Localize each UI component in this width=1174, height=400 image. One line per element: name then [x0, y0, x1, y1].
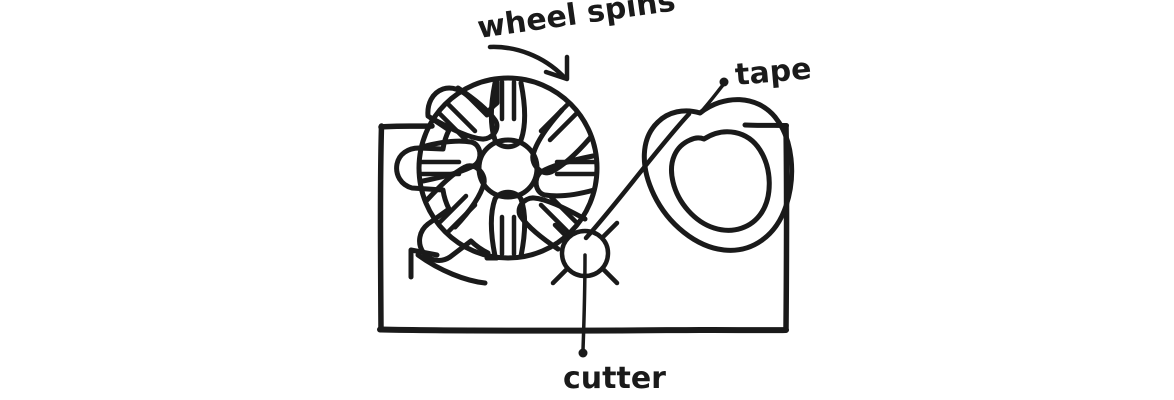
wheel: [394, 75, 600, 263]
tape-roll-inner: [669, 129, 772, 233]
rotation-arrow: [408, 247, 488, 286]
cutter-spoke-ne: [601, 220, 620, 239]
wheel-slot-se-b: [547, 193, 579, 225]
wheel-spins-arrow-curve: [487, 44, 566, 79]
tape-leader-line: [698, 83, 725, 115]
dispenser-body: [377, 122, 790, 334]
cutter-spoke-nw: [552, 222, 569, 239]
cutter-spoke-sw: [550, 267, 569, 286]
wheel-slot-sw-a: [446, 202, 478, 234]
body-bottom-edge: [377, 326, 789, 334]
cutter-leader-dot: [578, 348, 588, 358]
body-left-edge: [377, 123, 385, 332]
tape-strip-line: [583, 111, 692, 241]
wheel-slot-nw-a: [446, 102, 478, 134]
cutter-spoke-se: [601, 267, 620, 286]
tape-leader-dot: [719, 77, 729, 87]
wheel-spins-arrow: [487, 44, 570, 82]
wheel-outline-left: [394, 77, 500, 263]
tape-leader: [698, 77, 729, 115]
tape-roll: [641, 97, 795, 253]
wheel-slot-se-a: [538, 202, 570, 234]
label-cutter: cutter: [563, 361, 666, 396]
tape-strip: [583, 111, 692, 241]
wheel-spins-arrow-head: [543, 54, 570, 82]
rotation-arrow-head: [408, 247, 440, 280]
wheel-slot-ne-b: [547, 111, 579, 143]
wheel-slot-sw-b: [437, 193, 469, 225]
label-tape: tape: [734, 51, 813, 93]
cutter-leader: [578, 253, 588, 358]
wheel-hub: [476, 137, 540, 200]
wheel-slot-nw-b: [437, 111, 469, 143]
body-right-edge: [783, 123, 790, 333]
wheel-petal-s: [488, 189, 528, 259]
wheel-rim: [416, 75, 600, 261]
rotation-arrow-curve: [415, 252, 488, 286]
wheel-slot-ne-a: [538, 102, 570, 134]
body-top-left-edge: [378, 123, 435, 130]
label-wheel-spins-part1: wheel spins: [475, 0, 677, 46]
tape-roll-outer: [641, 97, 795, 253]
wheel-slots: [419, 79, 597, 257]
cutter-leader-line: [581, 253, 587, 352]
